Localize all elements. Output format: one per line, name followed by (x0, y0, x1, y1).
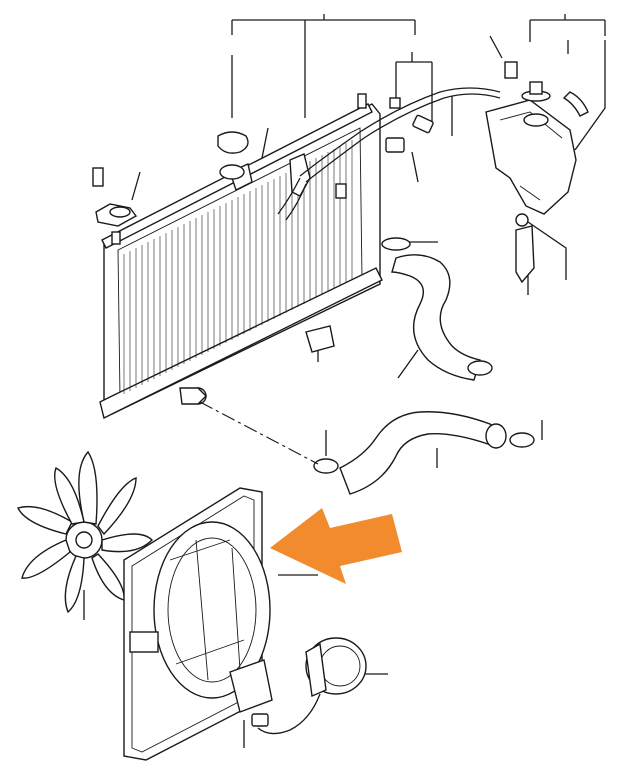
lower-radiator-hose (313, 411, 535, 495)
reservoir-hose (562, 91, 589, 117)
reservoir-bracket (515, 225, 535, 284)
hose-clamp-lower (313, 458, 339, 474)
upper-radiator-hose (381, 237, 493, 381)
highlight-arrow (270, 508, 402, 584)
fan-motor (257, 637, 367, 735)
radiator-cap (217, 131, 249, 180)
hose-clamp-lower-2 (509, 432, 535, 448)
coolant-reservoir-tank (485, 61, 589, 284)
alignment-line (199, 401, 319, 465)
fan-shroud (123, 487, 271, 761)
fan-relay-connector (229, 659, 273, 727)
bolt (335, 97, 401, 199)
thermo-switch (385, 114, 434, 153)
reservoir-cap (523, 113, 549, 127)
overflow-hose (277, 87, 501, 221)
drain-plug (515, 213, 529, 227)
shroud-mount (129, 631, 159, 653)
radiator-fins (123, 140, 353, 394)
cooling-fan-blade (17, 450, 153, 614)
hose-clamp-upper-2 (467, 360, 493, 376)
hose-clamp-upper (381, 237, 411, 251)
radiator-drain (305, 325, 335, 353)
